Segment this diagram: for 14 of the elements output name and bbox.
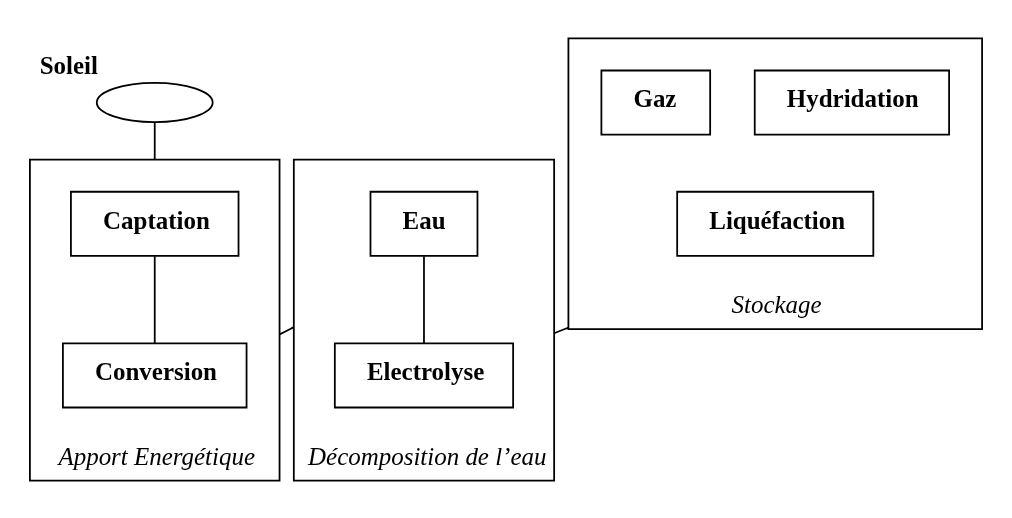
node-box: Conversion — [62, 341, 248, 408]
connector — [423, 254, 425, 344]
connector — [553, 326, 570, 334]
node-box: Hydridation — [753, 69, 950, 136]
node-box: Electrolyse — [333, 341, 514, 408]
connector — [153, 254, 156, 344]
node-box: Captation — [70, 190, 240, 257]
node-box: Liquéfaction — [676, 190, 875, 257]
node-box: Eau — [369, 190, 479, 257]
node-box: Gaz — [600, 69, 712, 136]
node-label: Soleil — [39, 51, 98, 79]
node-ellipse — [95, 81, 214, 123]
connector — [278, 325, 295, 335]
connector — [153, 120, 156, 161]
